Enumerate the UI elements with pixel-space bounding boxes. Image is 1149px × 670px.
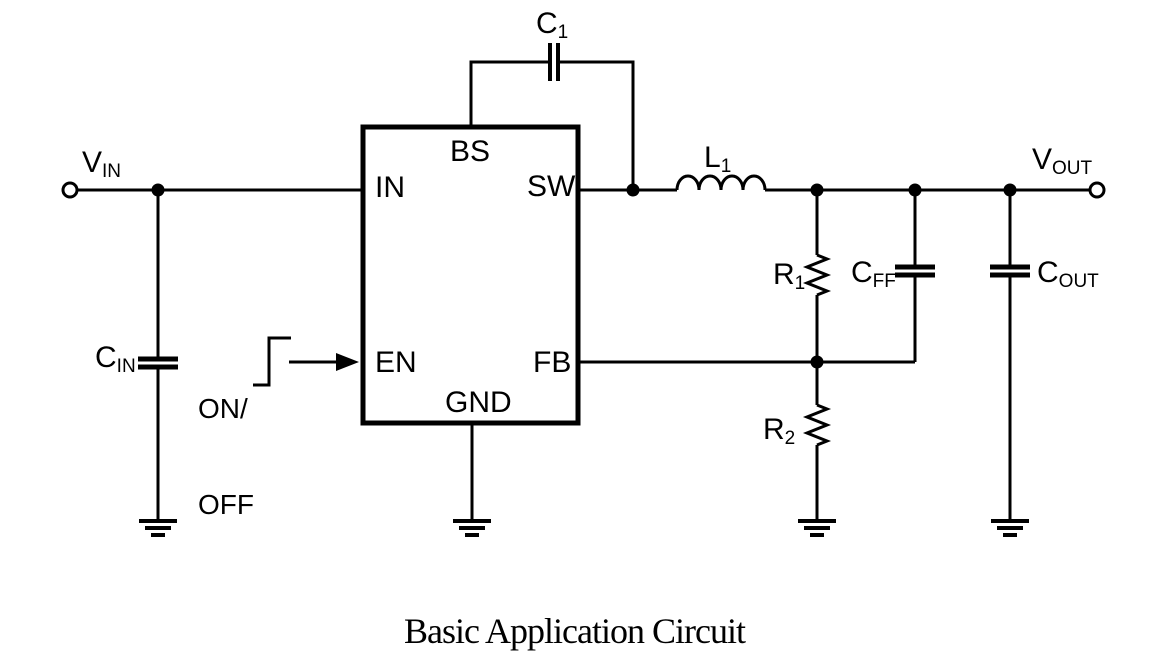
vout-label: VOUT [1032,143,1093,179]
capacitor-cin [138,356,178,370]
ic-pin-sw: SW [527,170,576,203]
junction-dot-r1-top [810,183,824,197]
capacitor-cout [990,264,1030,278]
capacitor-c1 [548,43,560,81]
junction-dot-vin [151,183,165,197]
ic-pin-in: IN [375,171,405,204]
junction-dot-cff-top [908,183,922,197]
ic-pin-fb: FB [533,346,572,379]
r1-label: R1 [773,258,806,294]
ground-symbol-cin [139,519,177,537]
cout-label: COUT [1037,256,1099,292]
capacitor-cff [895,264,935,278]
c1-label: C1 [536,7,569,43]
figure-caption: Basic Application Circuit [404,611,746,651]
enable-arrowhead-icon [336,353,359,371]
junction-dot-cout [1003,183,1017,197]
inductor-l1 [675,174,767,191]
wire-bs-to-c1 [469,60,549,127]
resistor-r2 [802,403,832,447]
onoff-line2: OFF [198,489,254,520]
cff-label: CFF [851,256,896,292]
ic-pin-en: EN [375,346,417,379]
enable-step-symbol [253,336,291,387]
r2-label: R2 [763,413,796,449]
onoff-label: ON/ OFF [198,329,254,585]
ground-symbol-cout [991,519,1029,537]
vin-terminal [61,181,79,199]
ic-body [360,124,581,426]
wire-c1-to-sw [560,60,635,190]
cin-label: CIN [95,341,136,377]
junction-dot-fb [810,355,824,369]
vin-label: VIN [82,146,122,182]
ground-symbol-ic [453,519,491,537]
ic-pin-bs: BS [450,135,491,168]
onoff-line1: ON/ [198,393,248,424]
vout-terminal [1088,181,1106,199]
l1-label: L1 [704,141,732,177]
ic-pin-gnd: GND [445,386,512,419]
ground-symbol-r2 [798,519,836,537]
resistor-r1 [802,253,832,297]
junction-dot-sw [626,183,640,197]
